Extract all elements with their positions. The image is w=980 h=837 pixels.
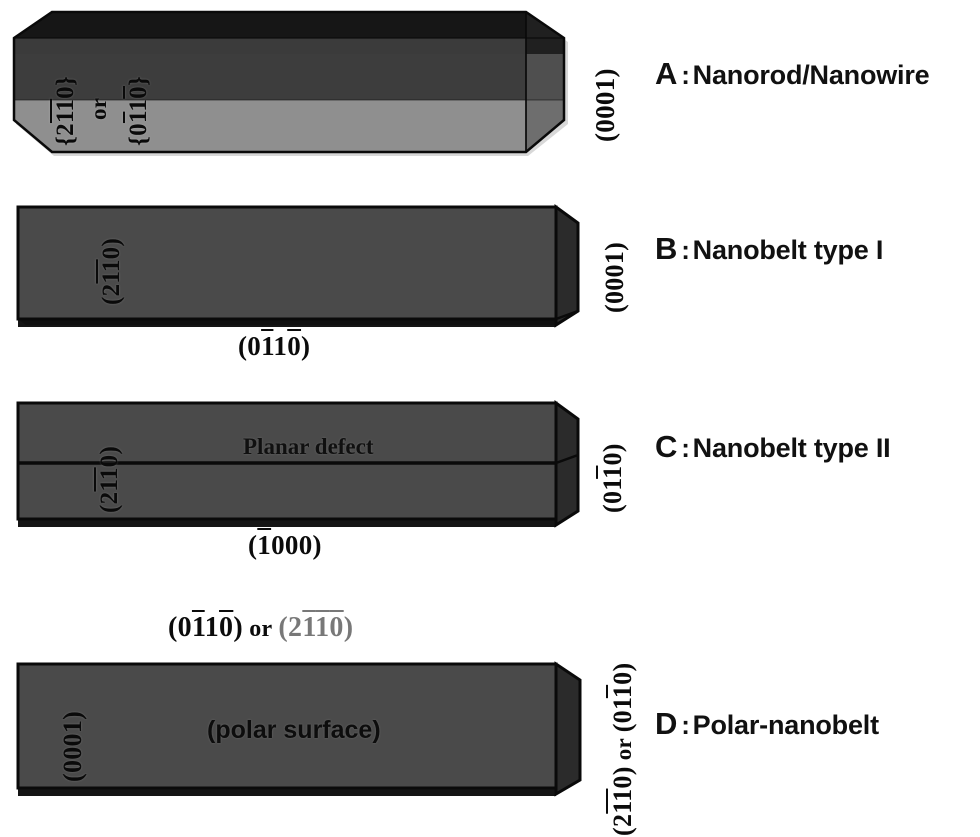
label-d-surface-note: (polar surface) bbox=[207, 716, 381, 744]
label-d-top-face-2: (2110) bbox=[278, 612, 354, 643]
panel-b: (2110) (0001) (0110) B:Nanobelt type I bbox=[0, 185, 883, 370]
caption-d-separator: : bbox=[681, 710, 690, 740]
label-d-end-face: (2110) or (0110) bbox=[608, 663, 638, 836]
label-a-side-face-2: {0110} bbox=[125, 75, 152, 146]
label-b-end-face: (0001) bbox=[600, 241, 629, 313]
caption-a-letter: A bbox=[655, 56, 678, 91]
hexagonal-prism-nanorod bbox=[8, 8, 574, 160]
caption-d-letter: D bbox=[655, 706, 678, 741]
panel-c: (2110) Planar defect (0110) (1000) C:Nan… bbox=[0, 385, 891, 570]
label-c-end-face: (0110) bbox=[598, 443, 627, 513]
caption-a: A:Nanorod/Nanowire bbox=[655, 56, 930, 92]
label-a-side-face-1-text: 11 bbox=[52, 98, 79, 124]
label-d-end-face-1: (2110) bbox=[608, 766, 637, 836]
caption-c-text: Nanobelt type II bbox=[692, 433, 891, 463]
caption-b-letter: B bbox=[655, 231, 678, 266]
label-b-bottom-face: (0110) bbox=[238, 331, 311, 361]
label-d-end-face-2: (0110) bbox=[608, 662, 637, 733]
caption-b: B:Nanobelt type I bbox=[655, 231, 883, 267]
caption-b-separator: : bbox=[681, 235, 690, 265]
caption-d-text: Polar-nanobelt bbox=[692, 710, 879, 740]
label-a-end-face: (0001) bbox=[590, 68, 620, 142]
label-c-bottom-face: (1000) bbox=[248, 530, 322, 560]
label-d-left-face: (0001) bbox=[58, 710, 87, 782]
polar-nanobelt-box bbox=[8, 654, 588, 802]
label-a-side-face-1: {2110} bbox=[52, 75, 79, 146]
label-d-end-face-conjunction: or bbox=[611, 732, 636, 767]
caption-a-text: Nanorod/Nanowire bbox=[692, 60, 930, 90]
label-b-top-face: (2110) bbox=[98, 237, 125, 305]
label-a-conjunction: or bbox=[86, 97, 111, 120]
panel-d: (0110) or (2110) (0001) (polar surface) … bbox=[0, 600, 879, 837]
nanobelt-type-2-box bbox=[8, 393, 588, 533]
caption-c: C:Nanobelt type II bbox=[655, 429, 891, 465]
caption-b-text: Nanobelt type I bbox=[692, 235, 884, 265]
nanobelt-type-1-box bbox=[8, 193, 588, 333]
caption-c-letter: C bbox=[655, 429, 678, 464]
label-c-top-face: (2110) bbox=[96, 445, 123, 513]
label-d-top-face-conjunction: or bbox=[242, 616, 279, 642]
caption-d: D:Polar-nanobelt bbox=[655, 706, 879, 742]
caption-c-separator: : bbox=[681, 433, 690, 463]
panel-a: {2110} or {0110} (0001) A:Nanorod/Nanowi… bbox=[0, 0, 930, 172]
label-d-top-face: (0110) or (2110) bbox=[168, 612, 353, 644]
caption-a-separator: : bbox=[681, 60, 690, 90]
label-d-top-face-1: (0110) bbox=[168, 612, 243, 643]
label-c-planar-defect: Planar defect bbox=[243, 434, 374, 459]
